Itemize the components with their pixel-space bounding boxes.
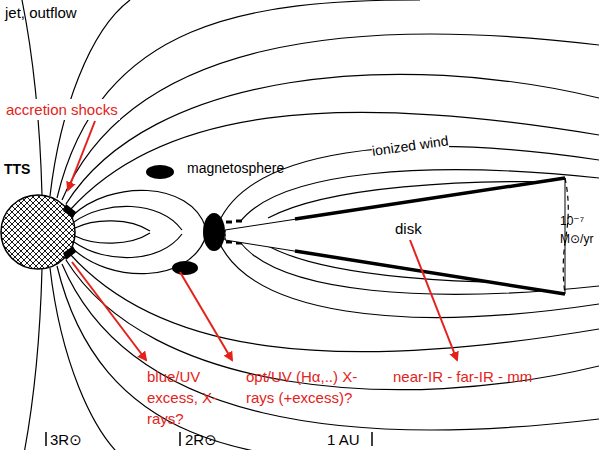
emission-label: opt/UV (Hα,..) X-rays (+excess)? bbox=[246, 366, 378, 408]
scale-label: 1 AU bbox=[327, 429, 371, 450]
disk-name: disk bbox=[395, 220, 422, 238]
accretion-rate: 10⁻⁷ M⊙/yr bbox=[560, 212, 597, 248]
emission-label: blue/UV excess, X-rays? bbox=[147, 366, 227, 429]
disk-wedge: disk bbox=[225, 176, 573, 296]
shock-label: accretion shocks bbox=[4, 99, 120, 120]
region-label: magnetosphere bbox=[187, 158, 307, 179]
field-lines bbox=[22, 0, 599, 450]
star-circle: TTS bbox=[0, 194, 78, 272]
scale-label: 2R⊙ bbox=[185, 429, 225, 450]
outflow-label: jet, outflow bbox=[5, 2, 125, 23]
accretion-columns bbox=[146, 165, 242, 275]
star-name: TTS bbox=[4, 160, 30, 178]
star-circle-outline bbox=[0, 194, 78, 272]
scale-label: 3R⊙ bbox=[50, 429, 90, 450]
emission-label: near-IR - far-IR - mm bbox=[393, 366, 593, 387]
wind-label: ionized wind bbox=[371, 130, 450, 162]
